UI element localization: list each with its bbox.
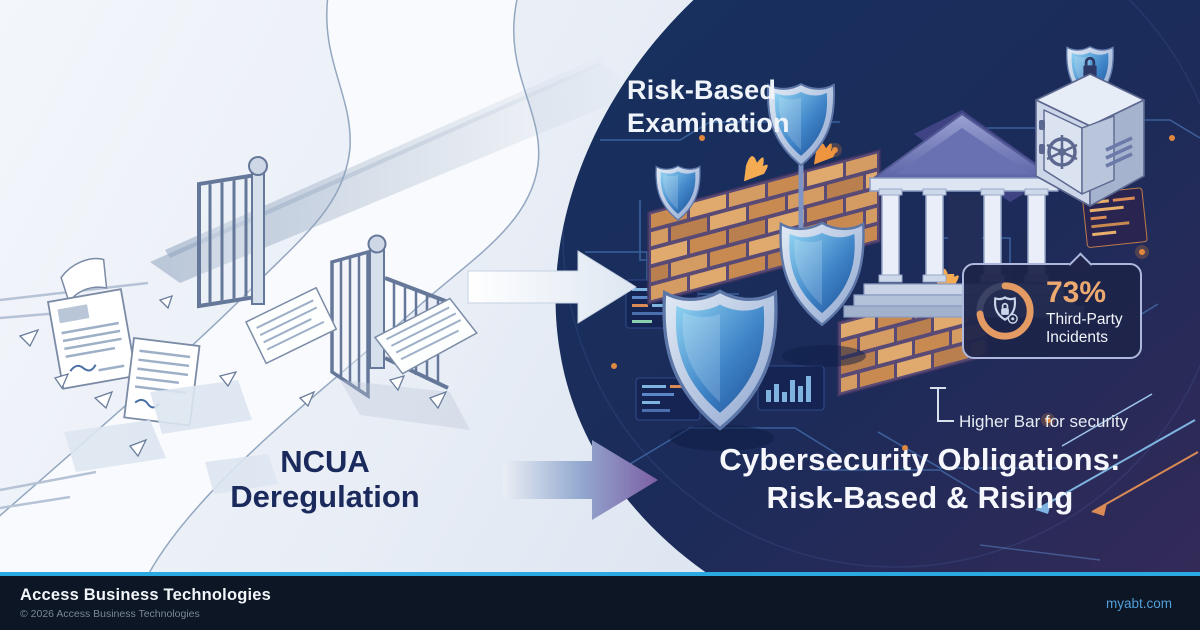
inner-ring [562,0,1200,568]
arrow-right-icon [503,440,658,520]
vault-icon [1035,46,1145,207]
stat-ring [976,282,1034,340]
exam-label-line2: Examination [627,107,790,138]
attack-streaks [979,393,1199,561]
ncua-heading-line2: Deregulation [230,479,420,515]
exam-label-line1: Risk-Based [627,75,777,105]
shadow [782,345,866,367]
gate-icon [197,156,268,309]
higher-bar-annotation: Higher Bar for security [959,412,1129,431]
papers-icon [18,257,478,494]
copyright-text: © 2026 Access Business Technologies [20,608,200,620]
fence-icon [150,52,640,283]
arrow-right-icon [467,250,637,324]
illustration-canvas [0,0,1200,572]
company-name: Access Business Technologies [20,586,272,604]
stat-ring-arc [976,282,1034,340]
stat-value: 73% [1046,276,1107,310]
ncua-heading-line1: NCUA [280,444,370,479]
annotation-connector [930,387,954,422]
stat-label-line2: Incidents [1046,328,1109,346]
stat-label-line1: Third-Party [1046,311,1123,329]
headline-line1: Cybersecurity Obligations: [719,442,1121,477]
website-link[interactable]: myabt.com [1105,595,1172,611]
cybersecurity-headline: Cybersecurity Obligations:Risk-Based & R… [655,441,1185,517]
third-party-stat-callout: 73% Third-Party Incidents [962,252,1142,359]
footer-branding: Access Business Technologies © 2026 Acce… [20,586,271,620]
shield-lock-icon [993,296,1018,324]
shield-icon [655,83,865,431]
headline-line2: Risk-Based & Rising [766,479,1074,515]
footer-bar: Access Business Technologies © 2026 Acce… [0,572,1200,630]
shadow [670,425,774,451]
